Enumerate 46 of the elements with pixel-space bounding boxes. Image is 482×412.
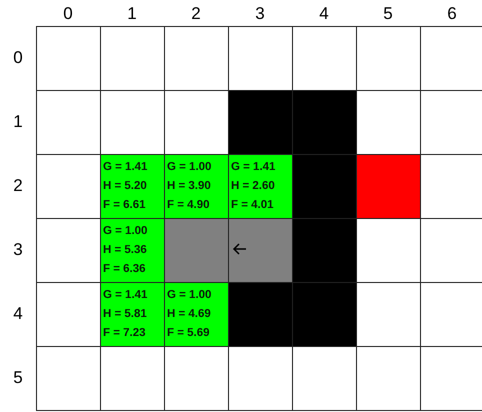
cost-value: G = 1.00 <box>167 288 212 303</box>
cost-cell <box>100 218 165 283</box>
column-number: 3 <box>254 4 266 24</box>
wall-cell <box>292 282 357 347</box>
wall-cell <box>292 154 357 219</box>
cost-value: F = 5.69 <box>167 326 211 341</box>
cost-cell <box>164 282 229 347</box>
cost-value: G = 1.41 <box>103 160 148 175</box>
cost-cell <box>164 154 229 219</box>
cost-value: F = 6.36 <box>103 262 147 277</box>
row-number: 3 <box>12 239 24 262</box>
column-number: 2 <box>190 4 202 24</box>
cost-cell <box>100 282 165 347</box>
cost-value: F = 4.01 <box>231 198 275 213</box>
cost-value: H = 2.60 <box>231 179 276 194</box>
cost-value: H = 4.69 <box>167 307 212 322</box>
column-number: 6 <box>446 4 458 24</box>
closed-cell <box>164 218 229 283</box>
closed-cell <box>228 218 293 283</box>
row-number: 5 <box>12 367 24 390</box>
cost-value: G = 1.41 <box>231 160 276 175</box>
column-number: 4 <box>318 4 330 24</box>
cost-value: F = 6.61 <box>103 198 147 213</box>
wall-cell <box>292 90 357 155</box>
cost-value: F = 7.23 <box>103 326 147 341</box>
cost-value: G = 1.00 <box>167 160 212 175</box>
cost-value: F = 4.90 <box>167 198 211 213</box>
row-number: 4 <box>12 303 24 326</box>
cost-value: H = 5.36 <box>103 243 148 258</box>
cost-value: G = 1.41 <box>103 288 148 303</box>
wall-cell <box>228 282 293 347</box>
wall-cell <box>228 90 293 155</box>
column-number: 0 <box>62 4 74 24</box>
goal-cell <box>356 154 421 219</box>
cost-cell <box>100 154 165 219</box>
cost-value: H = 3.90 <box>167 179 212 194</box>
cost-value: H = 5.81 <box>103 307 148 322</box>
row-number: 0 <box>12 47 24 70</box>
cost-cell <box>228 154 293 219</box>
row-number: 2 <box>12 175 24 198</box>
row-number: 1 <box>12 111 24 134</box>
wall-cell <box>292 218 357 283</box>
column-number: 1 <box>126 4 138 24</box>
cost-value: G = 1.00 <box>103 224 148 239</box>
column-number: 5 <box>382 4 394 24</box>
cost-value: H = 5.20 <box>103 179 148 194</box>
